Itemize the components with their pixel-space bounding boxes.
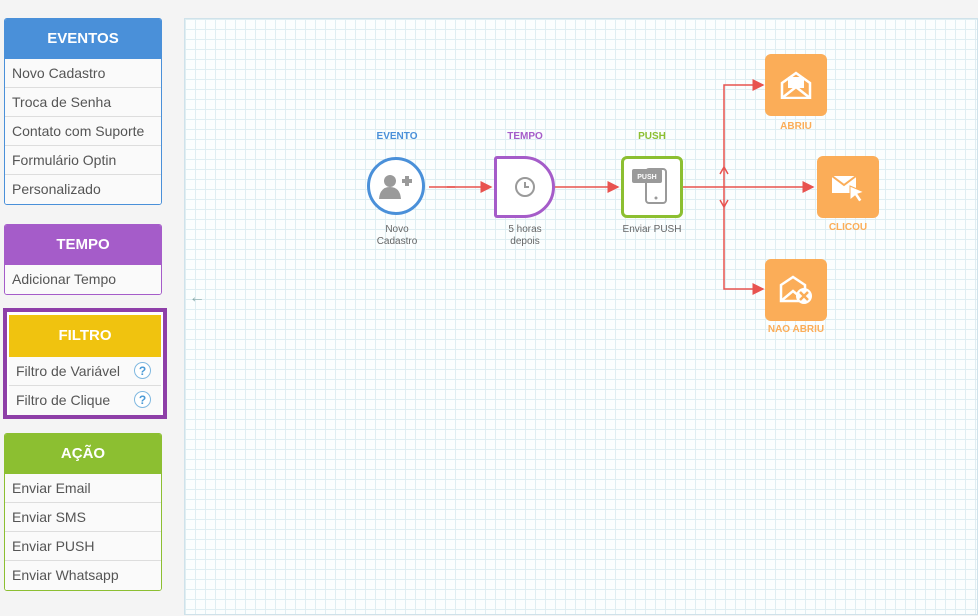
phone-push-icon: PUSH [632, 168, 667, 204]
eventos-panel: EVENTOS Novo Cadastro Troca de Senha Con… [4, 18, 162, 205]
abriu-label: ABRIU [780, 121, 812, 132]
sidebar-item-adicionar-tempo[interactable]: Adicionar Tempo [5, 265, 161, 294]
push-node[interactable]: PUSH [621, 156, 683, 218]
push-node-label: PUSH [638, 131, 666, 142]
filtro-header: FILTRO [9, 315, 161, 357]
sidebar-item-enviar-sms[interactable]: Enviar SMS [5, 503, 161, 532]
sidebar-item-filtro-de-variavel[interactable]: Filtro de Variável ? [9, 357, 161, 386]
tempo-node-label: TEMPO [507, 131, 543, 142]
filtro-panel: FILTRO Filtro de Variável ? Filtro de Cl… [3, 308, 167, 419]
nao-abriu-node[interactable] [765, 259, 827, 321]
sidebar-item-personalizado[interactable]: Personalizado [5, 175, 161, 204]
envelope-x-icon [779, 275, 812, 304]
connector-push-nao-abriu [723, 187, 765, 295]
clicou-label: CLICOU [828, 222, 868, 233]
help-icon[interactable]: ? [134, 362, 151, 379]
sidebar-item-enviar-email[interactable]: Enviar Email [5, 474, 161, 503]
sidebar-item-enviar-push[interactable]: Enviar PUSH [5, 532, 161, 561]
add-user-icon [379, 175, 412, 199]
clicou-node[interactable] [817, 156, 879, 218]
clock-icon [514, 177, 535, 197]
connector-push-abriu [723, 79, 765, 187]
evento-node-label: EVENTO [376, 131, 418, 142]
eventos-header: EVENTOS [5, 19, 161, 59]
sidebar-item-enviar-whatsapp[interactable]: Enviar Whatsapp [5, 561, 161, 590]
help-icon[interactable]: ? [134, 391, 151, 408]
tempo-panel: TEMPO Adicionar Tempo [4, 224, 162, 295]
nao-abriu-label: NAO ABRIU [767, 324, 825, 335]
sidebar-item-label: Filtro de Clique [16, 392, 111, 408]
sidebar-item-formulario-optin[interactable]: Formulário Optin [5, 146, 161, 175]
flow-connectors [429, 79, 815, 295]
abriu-node[interactable] [765, 54, 827, 116]
tempo-node[interactable] [494, 156, 555, 218]
flow-canvas[interactable]: ← EVENTO Novo Cadastro [184, 18, 978, 615]
sidebar-item-label: Filtro de Variável [16, 363, 121, 379]
sidebar-item-novo-cadastro[interactable]: Novo Cadastro [5, 59, 161, 88]
evento-node[interactable] [367, 157, 425, 215]
open-envelope-icon [780, 71, 812, 99]
sidebar-item-contato-com-suporte[interactable]: Contato com Suporte [5, 117, 161, 146]
envelope-click-icon [831, 175, 866, 202]
push-node-caption: Enviar PUSH [622, 224, 682, 235]
acao-header: AÇÃO [5, 434, 161, 474]
sidebar-item-filtro-de-clique[interactable]: Filtro de Clique ? [9, 386, 161, 415]
sidebar-item-troca-de-senha[interactable]: Troca de Senha [5, 88, 161, 117]
collapse-arrow-icon[interactable]: ← [189, 289, 205, 306]
push-badge-text: PUSH [637, 174, 656, 181]
evento-node-caption: Novo Cadastro [376, 224, 418, 247]
tempo-node-caption: 5 horas depois [508, 224, 542, 247]
tempo-header: TEMPO [5, 225, 161, 265]
acao-panel: AÇÃO Enviar Email Enviar SMS Enviar PUSH… [4, 433, 162, 591]
